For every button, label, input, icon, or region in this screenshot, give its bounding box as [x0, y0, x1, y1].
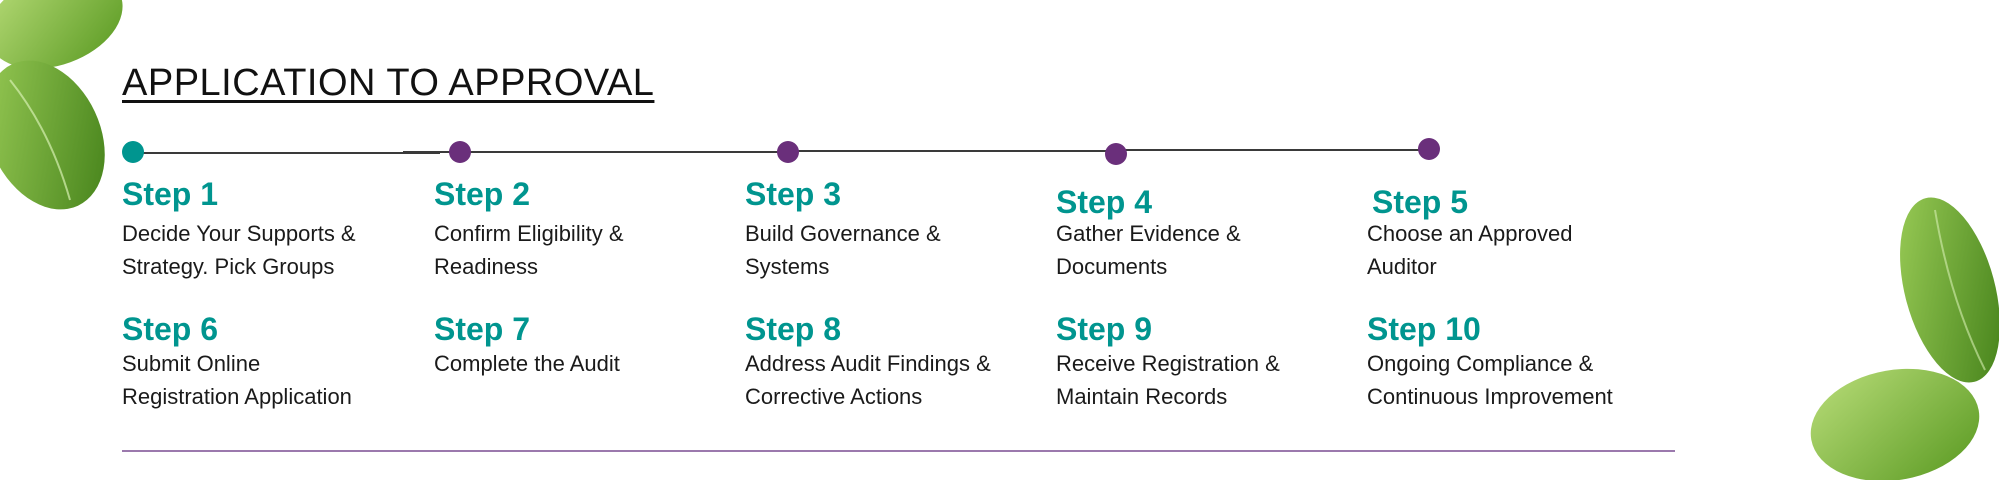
timeline-dot-step-3 [777, 141, 799, 163]
step-description: Build Governance &Systems [745, 221, 941, 279]
step-8: Step 8 Address Audit Findings &Correctiv… [745, 311, 1045, 413]
step-description: Receive Registration &Maintain Records [1056, 351, 1280, 409]
timeline-dot-step-5 [1418, 138, 1440, 160]
step-description: Gather Evidence &Documents [1056, 221, 1241, 279]
step-heading: Step 2 [434, 176, 531, 212]
timeline-dot-step-4 [1105, 143, 1127, 165]
step-2: Step 2 Confirm Eligibility &Readiness [434, 176, 734, 283]
step-heading: Step 9 [1056, 311, 1153, 347]
step-description: Confirm Eligibility &Readiness [434, 221, 624, 279]
leaf-decoration-right [1810, 197, 1999, 480]
step-9: Step 9 Receive Registration &Maintain Re… [1056, 311, 1356, 413]
step-description: Complete the Audit [434, 351, 620, 376]
timeline-dot-step-1 [122, 141, 144, 163]
step-3: Step 3 Build Governance &Systems [745, 176, 1045, 283]
page-title: APPLICATION TO APPROVAL [122, 62, 655, 104]
step-10: Step 10 Ongoing Compliance &Continuous I… [1367, 311, 1667, 413]
leaf-decoration-top-left [0, 0, 123, 210]
step-heading: Step 8 [745, 311, 842, 347]
bottom-divider [122, 450, 1675, 452]
step-1: Step 1 Decide Your Supports &Strategy. P… [122, 176, 422, 283]
step-heading: Step 4 [1056, 184, 1153, 220]
step-heading: Step 1 [122, 176, 219, 212]
step-heading: Step 5 [1372, 184, 1469, 220]
step-description: Decide Your Supports &Strategy. Pick Gro… [122, 221, 356, 279]
timeline-connector [790, 150, 1120, 152]
step-7: Step 7 Complete the Audit [434, 311, 734, 380]
step-4: Step 4 Gather Evidence &Documents [1056, 184, 1356, 283]
step-heading: Step 3 [745, 176, 842, 212]
step-heading: Step 10 [1367, 311, 1481, 347]
timeline-connector [403, 151, 793, 153]
step-description: Address Audit Findings &Corrective Actio… [745, 351, 991, 409]
timeline-connector [1116, 149, 1436, 151]
timeline-dot-step-2 [449, 141, 471, 163]
step-heading: Step 6 [122, 311, 219, 347]
step-description: Ongoing Compliance &Continuous Improveme… [1367, 351, 1613, 409]
step-heading: Step 7 [434, 311, 531, 347]
timeline-connector [140, 152, 440, 154]
